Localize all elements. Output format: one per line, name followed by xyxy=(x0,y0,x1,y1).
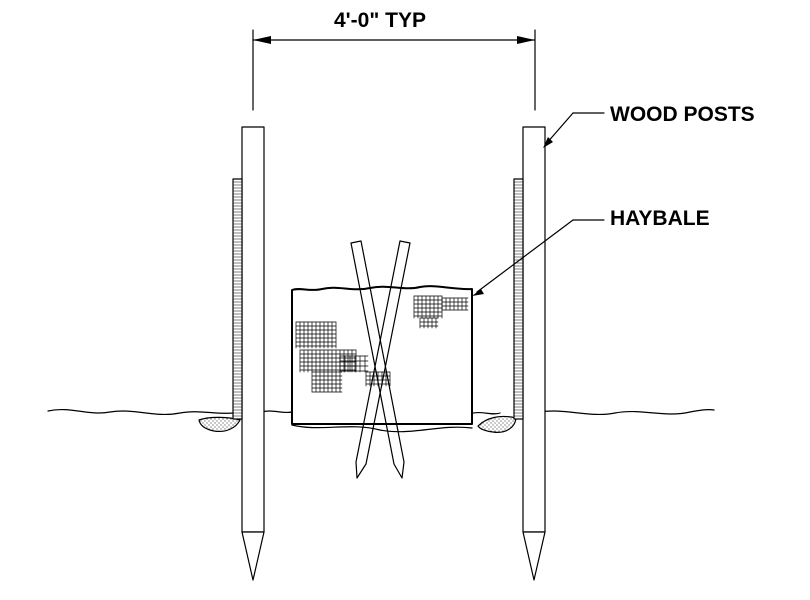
leader-haybale xyxy=(472,219,605,296)
dimension-line xyxy=(252,29,536,111)
dimension-label: 4'-0" TYP xyxy=(334,9,426,32)
ground-line xyxy=(47,408,715,416)
wood-post-right xyxy=(522,126,546,581)
haybale xyxy=(291,285,473,425)
wood-post-left xyxy=(241,126,265,581)
dimension-arrow-left xyxy=(253,36,271,44)
haybale-label: HAYBALE xyxy=(610,207,710,230)
crossed-stakes xyxy=(350,240,411,479)
soil-mound-right xyxy=(477,415,517,433)
fabric-strip-left xyxy=(232,178,243,420)
wood-posts-label: WOOD POSTS xyxy=(610,103,755,126)
soil-mound-left xyxy=(198,416,241,433)
leader-wood-posts xyxy=(543,112,605,148)
dimension-arrow-right xyxy=(517,36,535,44)
fabric-strip-right xyxy=(513,178,524,420)
ground-under-bale xyxy=(291,424,473,433)
